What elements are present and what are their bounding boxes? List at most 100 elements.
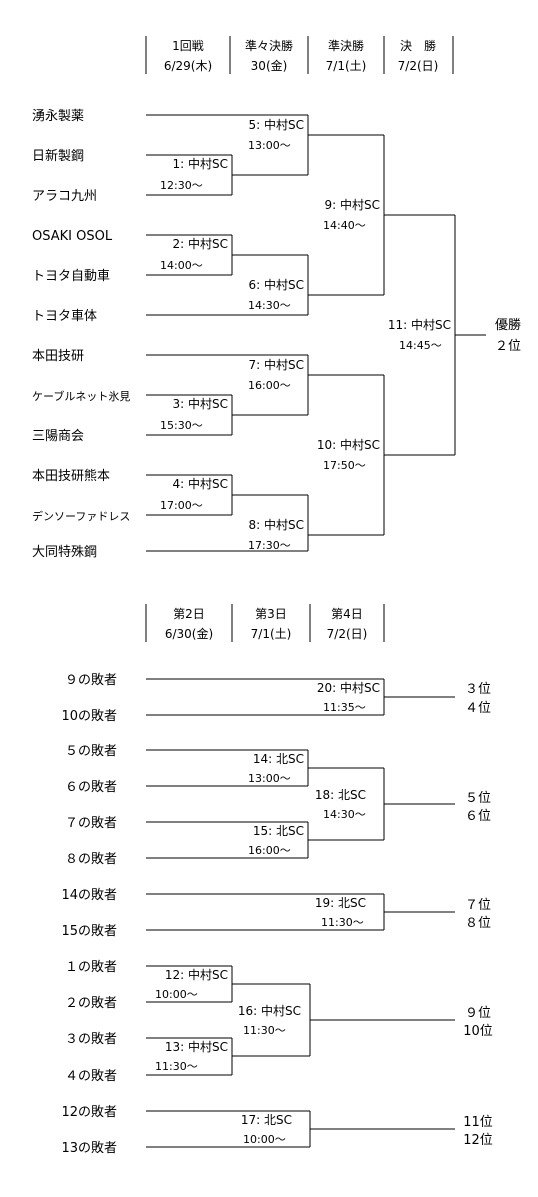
- round-name: 準々決勝: [245, 38, 293, 53]
- match-time: 11:30～: [155, 1060, 198, 1073]
- team-name: 本田技研: [32, 349, 84, 364]
- placement-match-labels: 20: 中村SC 11:35～ 14: 北SC 13:00～ 15: 北SC 1…: [155, 680, 380, 1146]
- match-label: 4: 中村SC: [173, 476, 229, 491]
- entrant-name: ２の敗者: [65, 996, 117, 1011]
- entrant-name: 14の敗者: [61, 888, 117, 903]
- match-label: 8: 中村SC: [249, 517, 305, 532]
- placement-results: ３位 ４位 ５位 ６位 ７位 ８位 ９位 10位 11位 12位: [463, 682, 493, 1148]
- round-name: 準決勝: [328, 38, 364, 53]
- team-name: 大同特殊鋼: [32, 545, 97, 560]
- match-label: 19: 北SC: [315, 896, 366, 910]
- champion-label: 優勝: [495, 318, 521, 333]
- place-label: ４位: [465, 701, 491, 716]
- bracket-lines: [146, 114, 486, 552]
- entrant-name: ８の敗者: [65, 852, 117, 867]
- place-label: ７位: [465, 898, 491, 913]
- match-label: 10: 中村SC: [317, 437, 380, 452]
- match-time: 15:30～: [160, 419, 203, 432]
- match-time: 13:00～: [248, 139, 291, 152]
- placement-lines: [146, 678, 455, 1148]
- match-label: 12: 中村SC: [165, 967, 228, 982]
- match-time: 17:50～: [323, 459, 366, 472]
- placement-round-header: 第2日 6/30(金) 第3日 7/1(土) 第4日 7/2(日): [145, 604, 385, 642]
- entrant-name: 15の敗者: [61, 924, 117, 939]
- day-name: 第3日: [255, 607, 287, 621]
- match-label: 5: 中村SC: [249, 117, 305, 132]
- match-time: 16:00～: [248, 379, 291, 392]
- match-time: 10:00～: [243, 1133, 286, 1146]
- match-time: 14:30～: [248, 299, 291, 312]
- round-name: 1回戦: [172, 39, 204, 53]
- team-name: 日新製鋼: [32, 148, 84, 164]
- team-name: 本田技研熊本: [32, 468, 110, 484]
- entrant-name: 12の敗者: [61, 1105, 117, 1120]
- day-date: 6/30(金): [165, 626, 213, 641]
- match-time: 17:30～: [248, 539, 291, 552]
- team-name: トヨタ自動車: [32, 269, 110, 284]
- round-date: 30(金): [251, 58, 288, 73]
- place-label: 12位: [463, 1133, 493, 1148]
- match-label: 20: 中村SC: [317, 680, 380, 695]
- place-label: ８位: [465, 916, 491, 931]
- match-time: 14:45～: [399, 339, 442, 352]
- match-time: 11:35～: [323, 701, 366, 714]
- match-label: 6: 中村SC: [249, 277, 305, 292]
- match-time: 13:00～: [248, 772, 291, 785]
- match-label: 1: 中村SC: [173, 156, 229, 171]
- round-name: 決 勝: [400, 38, 436, 53]
- place-label: ５位: [465, 791, 491, 806]
- match-time: 12:30～: [160, 179, 203, 192]
- day-date: 7/2(日): [327, 627, 368, 641]
- entrant-name: ３の敗者: [65, 1032, 117, 1047]
- place-label: ６位: [465, 809, 491, 824]
- match-time: 17:00～: [160, 499, 203, 512]
- match-time: 16:00～: [248, 844, 291, 857]
- place-label: ９位: [465, 1006, 491, 1021]
- match-label: 14: 北SC: [253, 752, 304, 766]
- day-name: 第4日: [331, 607, 363, 621]
- match-label: 9: 中村SC: [325, 197, 381, 212]
- team-name: トヨタ車体: [32, 309, 97, 324]
- team-name: ケーブルネット氷見: [32, 389, 130, 403]
- match-time: 14:40～: [323, 219, 366, 232]
- match-label: 15: 北SC: [253, 824, 304, 838]
- round-date: 7/2(日): [398, 59, 439, 73]
- entrant-name: ７の敗者: [65, 816, 117, 831]
- match-time: 11:30～: [243, 1024, 286, 1037]
- match-label: 11: 中村SC: [388, 317, 451, 332]
- day-name: 第2日: [173, 607, 205, 621]
- match-time: 14:30～: [323, 808, 366, 821]
- match-time: 10:00～: [155, 988, 198, 1001]
- entrant-name: ９の敗者: [65, 673, 117, 688]
- team-name: 湧永製薬: [32, 108, 84, 124]
- round-date: 6/29(木): [164, 59, 212, 73]
- match-label: 16: 中村SC: [238, 1003, 301, 1018]
- match-label: 18: 北SC: [315, 788, 366, 802]
- match-label: 17: 北SC: [241, 1113, 292, 1127]
- match-label: 13: 中村SC: [165, 1039, 228, 1054]
- place-label: ３位: [465, 682, 491, 697]
- match-label: 2: 中村SC: [173, 236, 229, 251]
- match-labels: 1: 中村SC 12:30～ 2: 中村SC 14:00～ 3: 中村SC 15…: [160, 117, 451, 552]
- team-name: OSAKI OSOL: [32, 229, 113, 244]
- entrant-name: ４の敗者: [65, 1069, 117, 1084]
- main-round-header: 1回戦 6/29(木) 準々決勝 30(金) 準決勝 7/1(土) 決 勝 7/…: [145, 36, 454, 74]
- round-date: 7/1(土): [326, 59, 367, 73]
- final-result: 優勝 ２位: [495, 318, 521, 354]
- runner-up-label: ２位: [495, 339, 521, 354]
- team-name: アラコ九州: [32, 189, 97, 204]
- entrant-name: 10の敗者: [61, 709, 117, 724]
- day-date: 7/1(土): [251, 627, 292, 641]
- place-label: 10位: [463, 1024, 493, 1039]
- entrant-name: ６の敗者: [65, 780, 117, 795]
- match-time: 14:00～: [160, 259, 203, 272]
- place-label: 11位: [463, 1115, 493, 1130]
- entrant-name: 13の敗者: [61, 1141, 117, 1156]
- match-time: 11:30～: [321, 916, 364, 929]
- team-list: 湧永製薬 日新製鋼 アラコ九州 OSAKI OSOL トヨタ自動車 トヨタ車体 …: [32, 108, 130, 560]
- match-label: 3: 中村SC: [173, 396, 229, 411]
- match-label: 7: 中村SC: [249, 357, 305, 372]
- team-name: 三陽商会: [32, 429, 84, 444]
- entrant-name: １の敗者: [65, 960, 117, 975]
